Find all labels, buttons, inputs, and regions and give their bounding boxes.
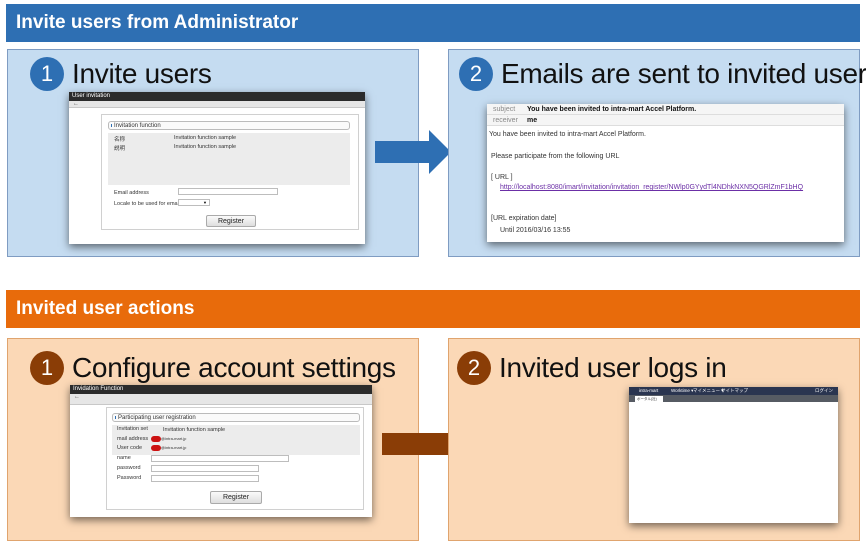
info-table — [108, 133, 350, 185]
password-confirm-label: Password — [117, 475, 142, 481]
logged-in-screenshot: intra-mart Worktime ▾ マイメニュー ▾ サイトマップ ログ… — [629, 387, 838, 523]
register-button[interactable]: Register — [210, 491, 262, 504]
receiver-key: receiver — [493, 117, 518, 124]
step-number-badge: 1 — [30, 351, 64, 385]
menu-worktime[interactable]: Worktime ▾ — [671, 388, 694, 393]
account-settings-screenshot: Invidation Function ← Participating user… — [70, 385, 372, 517]
row-label: User code — [117, 445, 143, 451]
name-input[interactable] — [151, 455, 289, 462]
name-label: name — [117, 455, 131, 461]
admin-arrow-icon — [375, 130, 451, 174]
step-title: Configure account settings — [72, 352, 396, 383]
row-value: Invitation function sample — [174, 135, 237, 141]
section-label: Participating user registration — [112, 413, 360, 422]
redaction-mark — [151, 445, 161, 451]
subject-key: subject — [493, 106, 516, 113]
redaction-mark — [151, 436, 161, 442]
email-body-line: You have been invited to intra-mart Acce… — [489, 131, 646, 138]
admin-step1-heading: 1 Invite users — [30, 57, 212, 91]
admin-section-header: Invite users from Administrator — [6, 4, 860, 42]
window-title: Invidation Function — [70, 385, 372, 394]
top-navigation — [629, 387, 838, 395]
brand-logo: intra-mart — [639, 388, 659, 393]
back-icon[interactable]: ← — [69, 101, 365, 108]
register-button[interactable]: Register — [206, 215, 256, 227]
admin-step2-heading: 2 Emails are sent to invited users — [459, 57, 866, 91]
row-label: Invitation set — [117, 426, 148, 432]
row-value: @intra-mart.jp — [161, 445, 187, 450]
user-step2-panel: 2 Invited user logs in intra-mart Workti… — [448, 338, 860, 541]
subject-value: You have been invited to intra-mart Acce… — [527, 106, 697, 113]
expiry-value: Until 2016/03/16 13:55 — [500, 227, 571, 234]
invite-users-screenshot: User invitation ← Invitation function 名称… — [69, 92, 365, 244]
row-value: Invitation function sample — [163, 427, 226, 433]
row-label: mail address — [117, 436, 149, 442]
expiry-label: [URL expiration date] — [491, 215, 557, 222]
user-step1-heading: 1 Configure account settings — [30, 351, 396, 385]
row-label: 説明 — [114, 146, 126, 152]
portal-tab[interactable]: ポータル(社) — [635, 396, 663, 402]
locale-label: Locale to be used for email — [114, 201, 181, 207]
email-body-line: Please participate from the following UR… — [491, 153, 620, 160]
subject-row: subject You have been invited to intra-m… — [487, 104, 844, 115]
invite-form: Invitation function 名称 Invitation functi… — [101, 114, 359, 230]
user-section-header: Invited user actions — [6, 290, 860, 328]
registration-form: Participating user registration Invitati… — [106, 407, 364, 510]
section-label: Invitation function — [108, 121, 350, 130]
step-number-badge: 2 — [459, 57, 493, 91]
email-label: Email address — [114, 190, 149, 196]
step-title: Emails are sent to invited users — [501, 58, 866, 89]
invitation-url-link[interactable]: http://localhost:8080/imart/invitation/i… — [500, 184, 804, 191]
menu-sitemap[interactable]: サイトマップ — [721, 388, 748, 393]
email-screenshot: subject You have been invited to intra-m… — [487, 104, 844, 242]
row-label: 名称 — [114, 137, 126, 143]
admin-step2-panel: 2 Emails are sent to invited users subje… — [448, 49, 866, 257]
password-label: password — [117, 465, 141, 471]
receiver-value: me — [527, 117, 538, 124]
row-value: @intra-mart.jp — [161, 436, 187, 441]
password-input[interactable] — [151, 465, 259, 472]
email-input[interactable] — [178, 188, 278, 195]
window-title: User invitation — [69, 92, 365, 101]
user-menu[interactable]: ログイン — [815, 388, 833, 393]
password-confirm-input[interactable] — [151, 475, 259, 482]
portal-tab-bar — [629, 395, 838, 402]
locale-select[interactable]: ▼ — [178, 199, 210, 206]
step-title: Invite users — [72, 58, 212, 89]
menu-my-menu[interactable]: マイメニュー ▾ — [693, 388, 724, 393]
admin-step1-panel: 1 Invite users User invitation ← Invitat… — [7, 49, 419, 257]
user-step2-heading: 2 Invited user logs in — [457, 351, 727, 385]
url-label: [ URL ] — [491, 174, 513, 181]
row-value: Invitation function sample — [174, 144, 237, 150]
step-number-badge: 1 — [30, 57, 64, 91]
info-table — [112, 425, 360, 455]
step-title: Invited user logs in — [499, 352, 727, 383]
step-number-badge: 2 — [457, 351, 491, 385]
receiver-row: receiver me — [487, 115, 844, 126]
back-icon[interactable]: ← — [70, 394, 372, 405]
user-step1-panel: 1 Configure account settings Invidation … — [7, 338, 419, 541]
